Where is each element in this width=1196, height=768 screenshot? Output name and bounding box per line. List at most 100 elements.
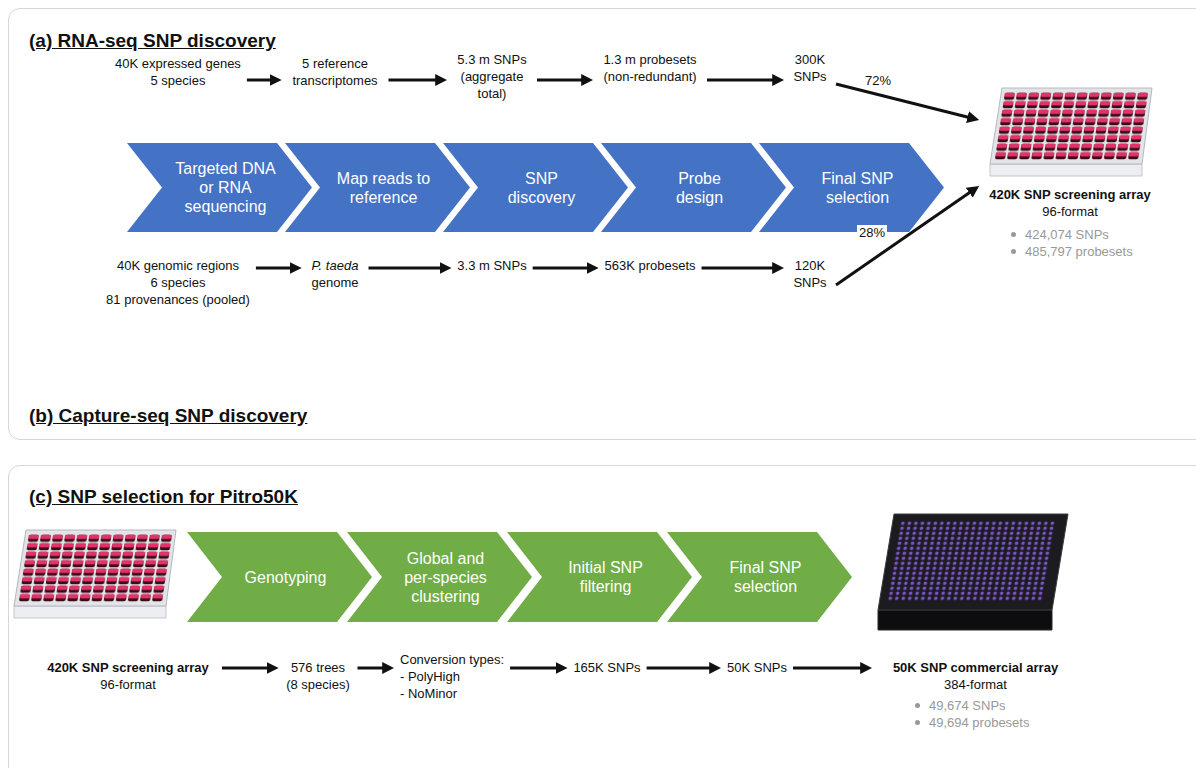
stage-label: Final SNP selection bbox=[803, 169, 913, 207]
chevron-fill bbox=[601, 143, 786, 232]
array-stat: 424,074 SNPs bbox=[1025, 227, 1109, 242]
screening-plate-figure bbox=[14, 530, 176, 618]
step-text: 165K SNPs bbox=[573, 659, 640, 676]
array-name: 420K SNP screening array bbox=[40, 659, 216, 676]
flow-arrow bbox=[793, 667, 865, 670]
chevron-shape bbox=[601, 143, 786, 232]
screening-plate-figure bbox=[990, 88, 1152, 176]
bullet-dot bbox=[915, 720, 920, 725]
step-text-block: 5 reference transcriptomes bbox=[288, 55, 383, 89]
step-text: 1.3 m probesets (non-redundant) bbox=[599, 51, 701, 85]
step-text-block: 576 trees (8 species) bbox=[285, 659, 352, 693]
step-text: 5 reference transcriptomes bbox=[288, 55, 383, 89]
stage-label: Map reads to reference bbox=[329, 169, 439, 207]
commercial-plate-figure bbox=[878, 514, 1068, 630]
step-text: 300K SNPs bbox=[790, 51, 830, 85]
step-text: 3.3 m SNPs bbox=[457, 257, 526, 274]
chevron-shape bbox=[759, 143, 944, 232]
stage-label: Initial SNP filtering bbox=[558, 558, 653, 596]
bullet-item: 49,694 probesets bbox=[915, 714, 1073, 731]
flow-arrow bbox=[247, 79, 275, 82]
step-text-block: P. taeda genome bbox=[308, 257, 363, 291]
step-text: 5.3 m SNPs (aggregate total) bbox=[453, 51, 531, 102]
chevron-fill bbox=[187, 532, 372, 622]
chevron-fill bbox=[285, 143, 470, 232]
chevron-label-box: Map reads to reference bbox=[329, 169, 439, 207]
chevron-label-box: Initial SNP filtering bbox=[558, 558, 653, 596]
step-text-block: 165K SNPs bbox=[573, 659, 640, 676]
step-text-block: 563K probesets bbox=[604, 257, 695, 274]
step-text: - PolyHigh bbox=[400, 668, 504, 685]
edge-percent: 28% bbox=[857, 225, 887, 240]
chevron-step: Targeted DNA or RNA sequencing bbox=[127, 143, 312, 232]
step-text-block: 40K genomic regions6 species81 provenanc… bbox=[106, 257, 250, 308]
panel-frame: 40K expressed genes5 species 5 reference … bbox=[8, 8, 1196, 440]
flow-arrow bbox=[369, 267, 445, 270]
chevron-fill bbox=[127, 143, 312, 232]
chevron-label-box: Genotyping bbox=[238, 568, 333, 587]
chevron-fill bbox=[443, 143, 628, 232]
chevron-label-box: Final SNP selection bbox=[718, 558, 813, 596]
array-format: 96-format bbox=[985, 203, 1155, 220]
step-text: 81 provenances (pooled) bbox=[106, 291, 250, 308]
chevron-step: SNP discovery bbox=[443, 143, 628, 232]
step-text: 120K SNPs bbox=[790, 257, 830, 291]
chevron-step: Initial SNP filtering bbox=[507, 532, 692, 622]
stage-label: Final SNP selection bbox=[718, 558, 813, 596]
step-text: - NoMinor bbox=[400, 685, 504, 702]
chevron-step: Final SNP selection bbox=[759, 143, 944, 232]
step-text: 40K expressed genes bbox=[115, 55, 241, 72]
flow-arrow bbox=[256, 267, 295, 270]
step-text-block: 5.3 m SNPs (aggregate total) bbox=[453, 51, 531, 102]
step-text-block: 3.3 m SNPs bbox=[457, 257, 526, 274]
chevron-step: Probe design bbox=[601, 143, 786, 232]
chevron-step: Final SNP selection bbox=[667, 532, 852, 622]
step-text-block: 40K expressed genes5 species bbox=[115, 55, 241, 89]
array-format: 96-format bbox=[40, 676, 216, 693]
flow-arrow bbox=[222, 667, 272, 670]
chevron-step: Global and per-species clustering bbox=[347, 532, 532, 622]
flow-arrow bbox=[707, 79, 777, 82]
step-text-block: Conversion types:- PolyHigh- NoMinor bbox=[400, 651, 504, 702]
step-text: 5 species bbox=[115, 72, 241, 89]
bullet-item: 49,674 SNPs bbox=[915, 697, 1073, 714]
flow-arrow bbox=[358, 667, 388, 670]
chevron-label-box: Global and per-species clustering bbox=[398, 549, 493, 606]
chevron-shape bbox=[443, 143, 628, 232]
step-text-block: 120K SNPs bbox=[790, 257, 830, 291]
chevron-shape bbox=[285, 143, 470, 232]
array-stat: 485,797 probesets bbox=[1025, 244, 1133, 259]
array-name: 420K SNP screening array bbox=[985, 186, 1155, 203]
step-text: 40K genomic regions bbox=[106, 257, 250, 274]
chevron-label-box: SNP discovery bbox=[494, 169, 589, 207]
array-name: 50K SNP commercial array bbox=[878, 659, 1073, 676]
chevron-fill bbox=[347, 532, 532, 622]
chevron-step: Map reads to reference bbox=[285, 143, 470, 232]
bullet-item: 424,074 SNPs bbox=[1011, 226, 1155, 243]
array-figure: 420K SNP screening array96-format bbox=[40, 530, 216, 693]
step-text: 50K SNPs bbox=[727, 659, 787, 676]
stage-label: Targeted DNA or RNA sequencing bbox=[171, 159, 281, 216]
panel-title: (c) SNP selection for Pitro50K bbox=[29, 486, 298, 508]
flow-arrow bbox=[647, 667, 714, 670]
panel-title: (b) Capture-seq SNP discovery bbox=[29, 405, 307, 427]
array-format: 384-format bbox=[878, 676, 1073, 693]
array-figure: 420K SNP screening array96-format 424,074… bbox=[985, 86, 1155, 260]
stage-label: Global and per-species clustering bbox=[398, 549, 493, 606]
step-text-block: 50K SNPs bbox=[727, 659, 787, 676]
array-stat: 49,674 SNPs bbox=[929, 698, 1006, 713]
flow-arrow bbox=[533, 267, 592, 270]
chevron-shape bbox=[667, 532, 852, 622]
stage-label: Probe design bbox=[657, 169, 742, 207]
flow-arrow bbox=[702, 267, 777, 270]
bullet-dot bbox=[1011, 232, 1016, 237]
bullet-item: 485,797 probesets bbox=[1011, 243, 1155, 260]
chevron-label-box: Final SNP selection bbox=[803, 169, 913, 207]
heading-slot: (a) RNA-seq SNP discovery bbox=[29, 30, 276, 52]
panel-title: (a) RNA-seq SNP discovery bbox=[29, 30, 276, 52]
step-text: P. taeda genome bbox=[308, 257, 363, 291]
